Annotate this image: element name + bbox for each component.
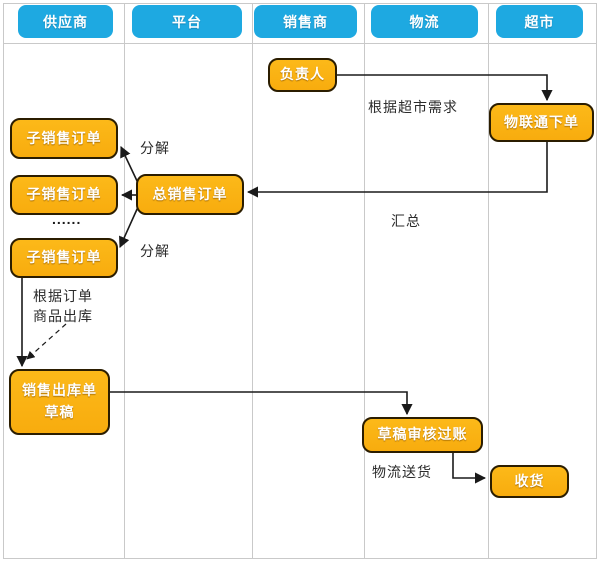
lane-header-supermarket: 超市 xyxy=(496,5,583,38)
arrow-audit-to-receive xyxy=(452,453,487,484)
node-sub-sales-order-2: 子销售订单 xyxy=(10,175,118,215)
node-responsible-person: 负责人 xyxy=(268,58,337,92)
node-sales-outbound-draft: 销售出库单 草稿 xyxy=(9,369,110,435)
grid-outer-border xyxy=(3,3,597,559)
lane-header-seller: 销售商 xyxy=(254,5,357,38)
connectors xyxy=(16,74,553,484)
arrow-total-to-sub-order-1 xyxy=(120,145,139,184)
node-sales-outbound-draft-line2: 草稿 xyxy=(44,404,75,420)
node-draft-audit-post: 草稿审核过账 xyxy=(362,417,483,453)
node-receive-goods: 收货 xyxy=(490,465,569,498)
annotation-summarize: 汇总 xyxy=(391,213,421,229)
annotation-per-supermarket-demand: 根据超市需求 xyxy=(368,99,458,115)
annotation-logistics-delivery: 物流送货 xyxy=(372,464,432,480)
annotation-decompose-bottom: 分解 xyxy=(140,243,170,259)
node-total-sales-order: 总销售订单 xyxy=(136,174,244,215)
arrow-iot-order-to-total-order xyxy=(246,142,548,198)
arrow-responsible-to-iot-order xyxy=(337,74,553,102)
annotation-decompose-top: 分解 xyxy=(140,140,170,156)
arrow-total-to-sub-order-3 xyxy=(119,206,139,249)
arrow-outbound-draft-to-audit xyxy=(110,391,413,416)
annotation-per-order-line1: 根据订单 xyxy=(33,288,93,304)
node-sub-sales-order-3: 子销售订单 xyxy=(10,238,118,278)
node-sub-sales-order-1: 子销售订单 xyxy=(10,118,118,159)
annotation-per-order-line2: 商品出库 xyxy=(33,308,93,324)
lane-header-logistics: 物流 xyxy=(371,5,478,38)
annotation-ellipsis: ...... xyxy=(52,211,82,227)
lane-header-platform: 平台 xyxy=(132,5,242,38)
node-iot-order: 物联通下单 xyxy=(489,103,594,142)
lane-header-supplier: 供应商 xyxy=(18,5,113,38)
node-sales-outbound-draft-line1: 销售出库单 xyxy=(22,382,97,399)
arrow-dashed-goods-outbound xyxy=(26,323,67,360)
swimlane-grid xyxy=(3,3,597,559)
